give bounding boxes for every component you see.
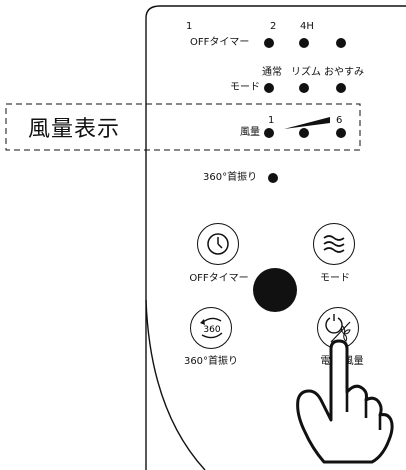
swing-indicator-label: 360°首振り bbox=[203, 172, 258, 183]
mode-option-rhythm: リズム bbox=[291, 67, 321, 78]
swing-led bbox=[268, 173, 278, 183]
timer-button-label: OFFタイマー bbox=[189, 273, 249, 284]
timer-led-2 bbox=[299, 38, 309, 48]
swing-button[interactable]: 360 bbox=[190, 307, 232, 349]
wind-waves-icon bbox=[323, 235, 345, 253]
mode-option-sleep: おやすみ bbox=[324, 67, 364, 78]
wind-indicator-label: 風量 bbox=[240, 127, 260, 138]
center-sensor bbox=[253, 268, 297, 312]
mode-option-normal: 通常 bbox=[262, 67, 282, 78]
mode-led-rhythm bbox=[299, 83, 309, 93]
timer-button[interactable] bbox=[197, 223, 239, 265]
callout-label: 風量表示 bbox=[28, 117, 121, 142]
timer-option-2: 2 bbox=[270, 21, 277, 32]
mode-led-sleep bbox=[336, 83, 346, 93]
timer-option-1: 1 bbox=[186, 21, 193, 32]
timer-option-4h: 4H bbox=[300, 21, 314, 32]
timer-led-1 bbox=[264, 38, 274, 48]
wind-max-label: 6 bbox=[336, 115, 343, 126]
mode-button-label: モード bbox=[320, 273, 350, 284]
power-button-label: 電源/風量 bbox=[312, 356, 372, 368]
wind-speed-wedge bbox=[284, 117, 330, 129]
swing-button-label: 360°首振り bbox=[183, 356, 239, 367]
mode-led-normal bbox=[264, 83, 274, 93]
wind-min-label: 1 bbox=[268, 115, 275, 126]
mode-indicator-label: モード bbox=[230, 82, 260, 93]
rotate-360-icon: 360 bbox=[200, 317, 223, 339]
wind-led-1 bbox=[264, 128, 274, 138]
timer-indicator-label: OFFタイマー bbox=[190, 37, 250, 48]
wind-led-3 bbox=[336, 128, 346, 138]
wind-led-2 bbox=[299, 128, 309, 138]
clock-icon bbox=[207, 233, 229, 255]
power-fan-icon bbox=[325, 314, 351, 343]
power-button[interactable] bbox=[317, 307, 359, 349]
timer-led-4h bbox=[336, 38, 346, 48]
mode-button[interactable] bbox=[313, 223, 355, 265]
swing-icon-text: 360 bbox=[203, 325, 220, 335]
